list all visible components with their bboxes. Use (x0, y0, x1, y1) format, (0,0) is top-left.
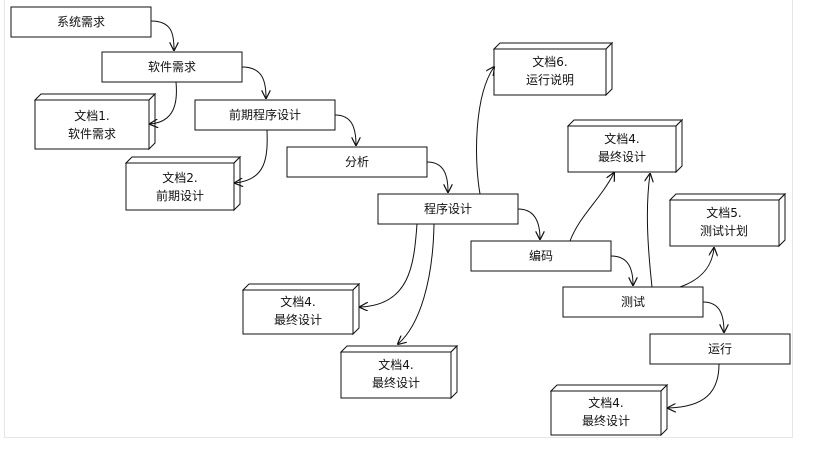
doc-4-left-title: 文档4. (280, 294, 315, 309)
node-preliminary-design: 前期程序设计 (194, 99, 336, 131)
doc-5-test-plan: 文档5. 测试计划 (668, 192, 787, 248)
doc-4-final-design-top: 文档4. 最终设计 (566, 118, 684, 174)
arrow-progdesign-to-doc6 (476, 67, 494, 195)
node-preliminary-design-label: 前期程序设计 (229, 107, 301, 122)
doc-5-subtitle: 测试计划 (700, 223, 748, 238)
node-testing: 测试 (562, 286, 704, 318)
doc-4-middle-title: 文档4. (378, 357, 413, 372)
doc-6-operating-instructions: 文档6. 运行说明 (492, 41, 614, 97)
doc-4-middle-subtitle: 最终设计 (372, 375, 420, 390)
frame-left-border (4, 0, 5, 438)
doc-4-left-subtitle: 最终设计 (274, 312, 322, 327)
doc-5-title: 文档5. (706, 205, 741, 220)
node-operation: 运行 (649, 333, 791, 365)
doc-1-software-requirements: 文档1. 软件需求 (33, 92, 157, 151)
arrow-analysis-to-progdesign (426, 161, 448, 192)
node-analysis: 分析 (286, 146, 428, 178)
arrow-coding-to-testing (610, 255, 633, 285)
node-software-requirements-label: 软件需求 (148, 60, 196, 74)
node-software-requirements: 软件需求 (101, 51, 243, 83)
node-program-design: 程序设计 (377, 193, 519, 225)
arrow-sysreq-to-swreq (150, 20, 174, 50)
arrow-progdesign-to-doc4-middle (398, 223, 435, 344)
arrow-prelim-to-analysis (334, 114, 356, 145)
doc-4-final-design-middle: 文档4. 最终设计 (339, 344, 459, 400)
node-analysis-label: 分析 (345, 155, 369, 169)
arrow-swreq-to-prelim (241, 66, 266, 98)
doc-2-title: 文档2. (162, 170, 197, 185)
arrow-progdesign-to-coding (517, 208, 540, 239)
doc-2-preliminary-design: 文档2. 前期设计 (124, 155, 242, 212)
doc-4-bottom-subtitle: 最终设计 (582, 413, 630, 428)
arrow-testing-to-doc5 (679, 248, 714, 288)
node-testing-label: 测试 (621, 294, 645, 309)
doc-4-final-design-bottom: 文档4. 最终设计 (549, 383, 669, 437)
doc-4-bottom-title: 文档4. (588, 395, 623, 410)
arrow-testing-to-operation (702, 301, 724, 332)
node-system-requirements: 系统需求 (10, 6, 152, 38)
doc-4-top-title: 文档4. (604, 131, 639, 146)
frame-right-border (792, 0, 793, 438)
doc-6-title: 文档6. (532, 54, 567, 69)
arrow-prelim-to-doc2 (235, 129, 268, 183)
node-system-requirements-label: 系统需求 (57, 15, 105, 29)
node-operation-label: 运行 (708, 342, 732, 356)
arrow-progdesign-to-doc4-left (360, 223, 418, 307)
doc-1-subtitle: 软件需求 (68, 127, 116, 141)
doc-2-subtitle: 前期设计 (156, 188, 204, 203)
arrow-swreq-to-doc1 (150, 81, 177, 124)
doc-4-top-subtitle: 最终设计 (598, 149, 646, 164)
doc-6-subtitle: 运行说明 (526, 72, 574, 87)
node-coding: 编码 (470, 240, 612, 272)
doc-4-final-design-left: 文档4. 最终设计 (241, 282, 361, 336)
node-coding-label: 编码 (529, 248, 553, 263)
node-program-design-label: 程序设计 (424, 201, 472, 216)
arrow-coding-to-doc4-top (569, 173, 614, 242)
frame-bottom-border (4, 437, 793, 438)
doc-1-title: 文档1. (74, 108, 109, 123)
arrow-operation-to-doc4-bottom (668, 363, 720, 408)
arrow-testing-to-doc4-top (647, 174, 652, 288)
